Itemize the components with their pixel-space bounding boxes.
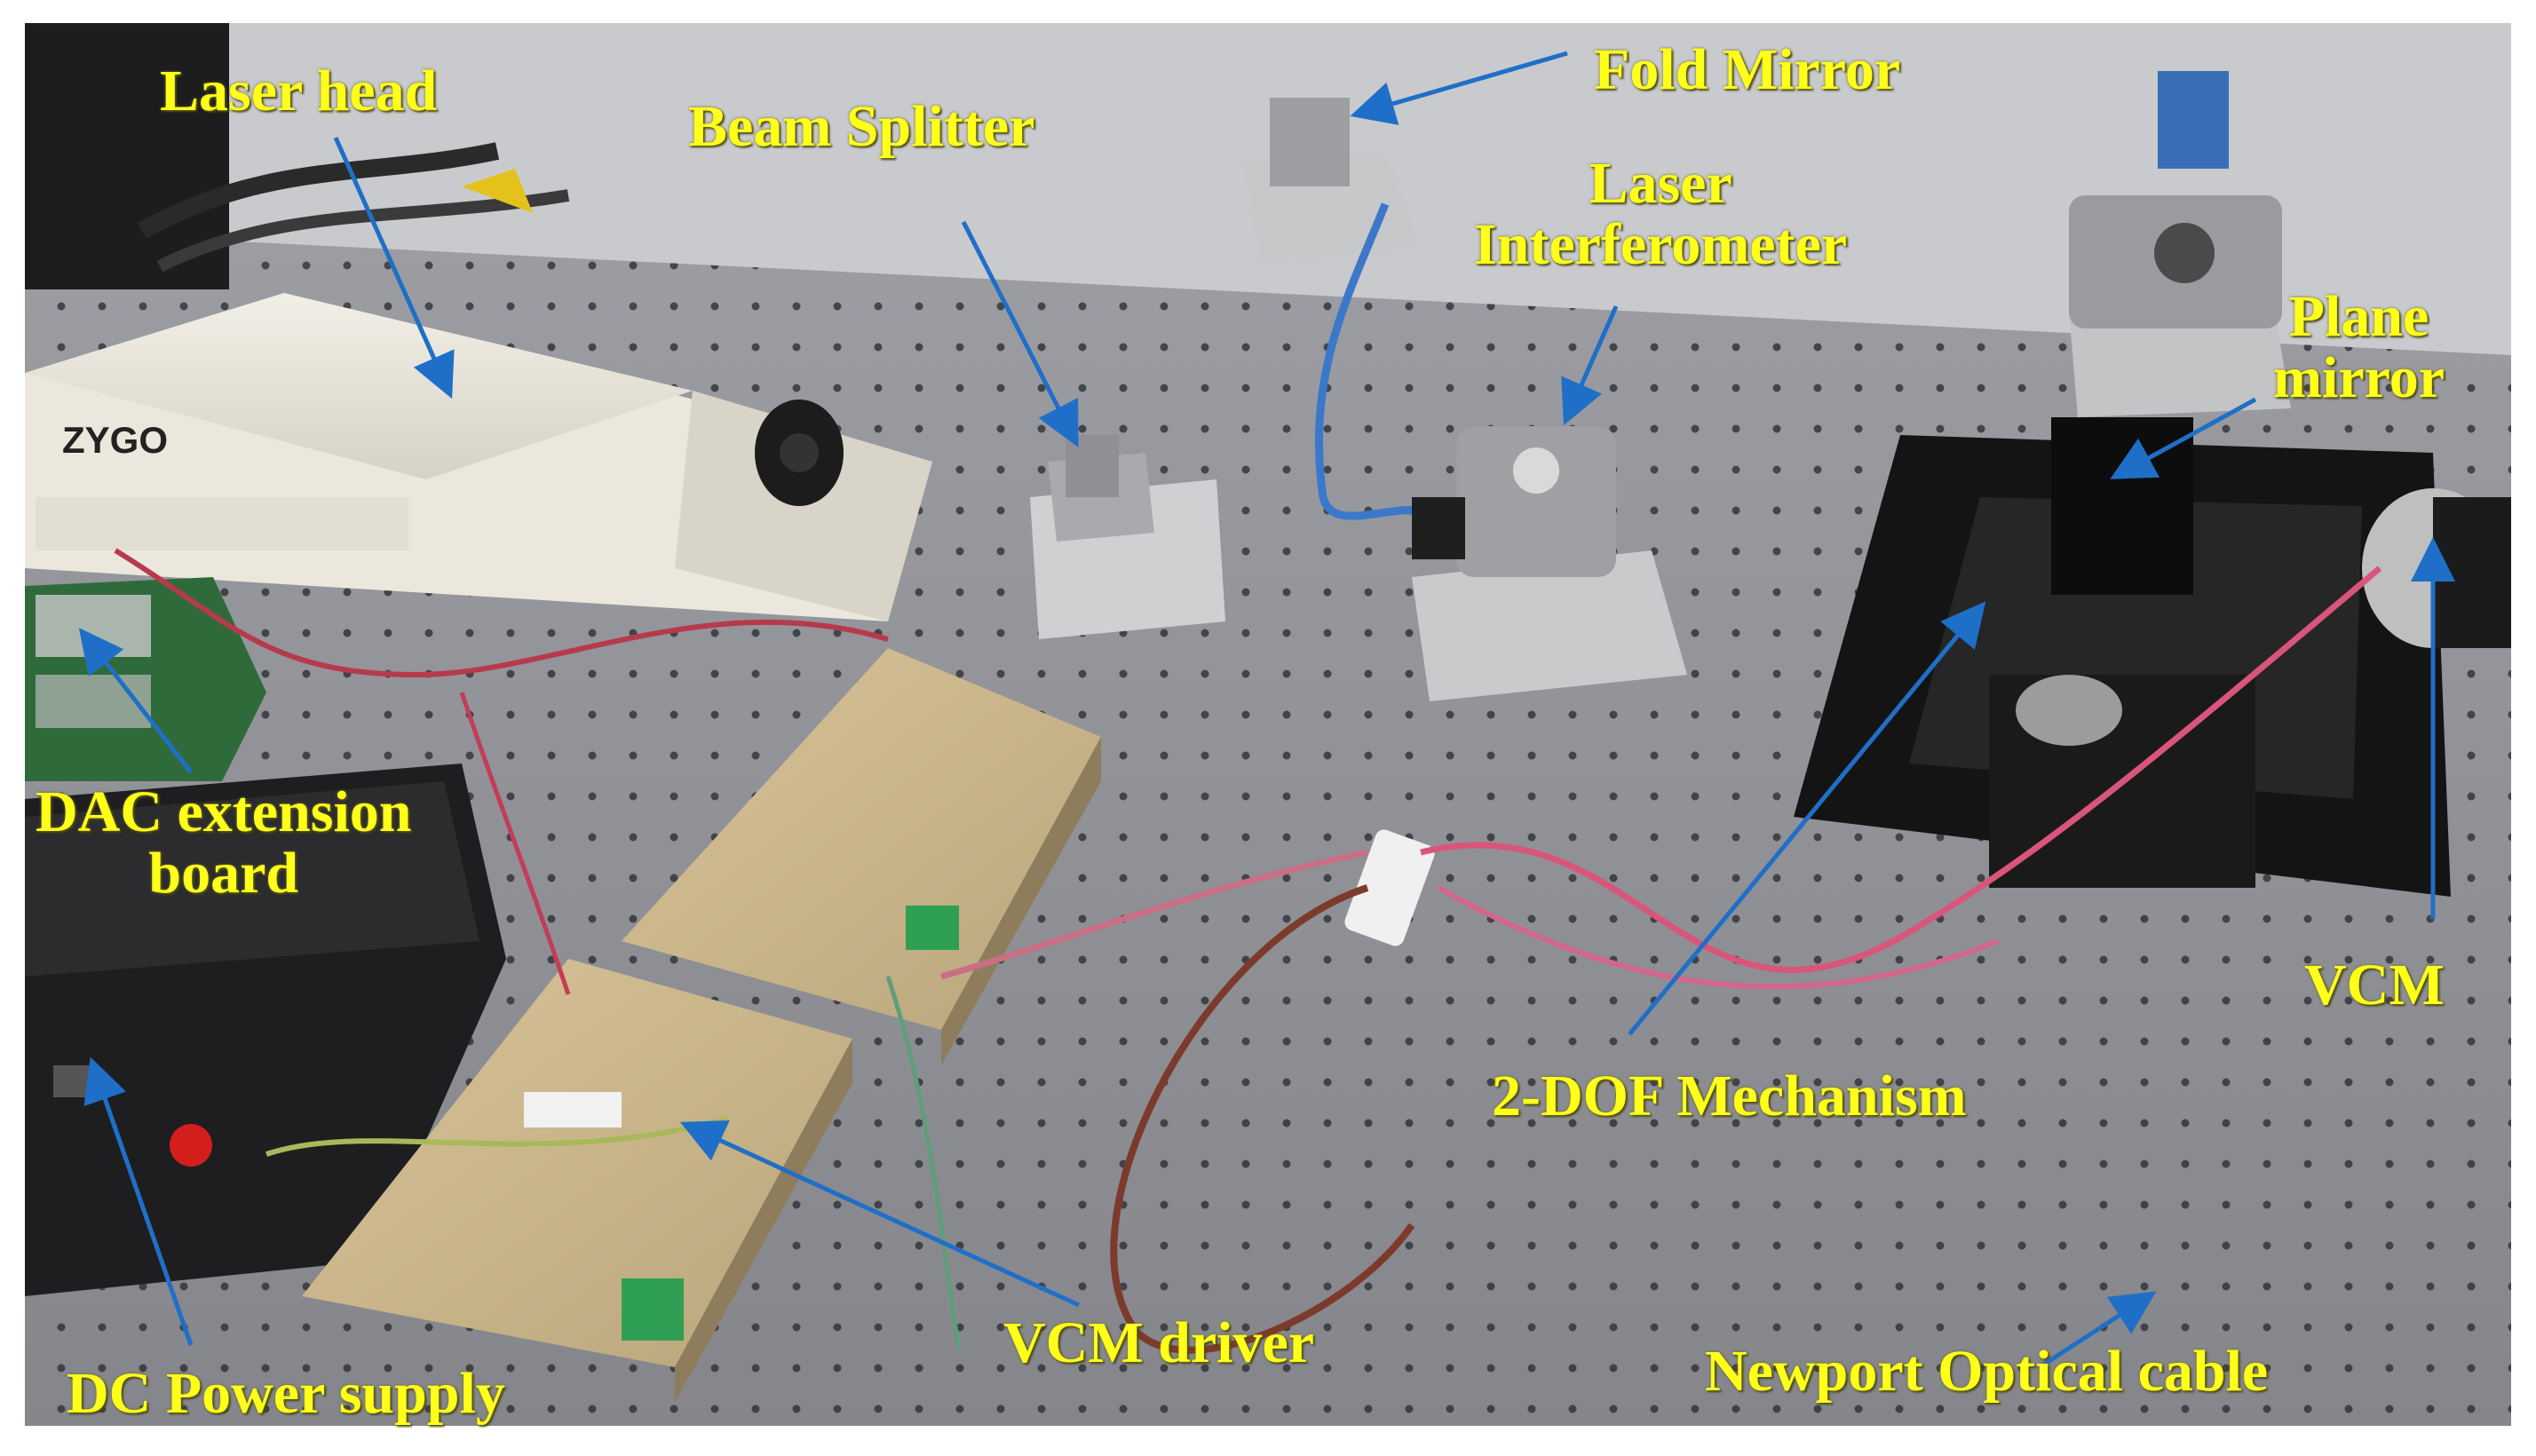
laser-brand-text: ZYGO (62, 419, 168, 461)
beam-splitter-device (1030, 435, 1225, 639)
arrow-dc-power-supply (83, 1056, 194, 1346)
connector-block (1344, 829, 1435, 946)
label-plane-mirror-line1: Plane (2288, 284, 2429, 349)
arrow-beam-splitter (961, 220, 1079, 447)
label-beam-splitter: Beam Splitter (688, 94, 1035, 159)
dof-mechanism-device (1794, 417, 2451, 897)
warning-tag (462, 169, 533, 213)
label-dc-power-supply: DC Power supply (67, 1361, 505, 1426)
label-laser-interferometer: Laser Interferometer (1474, 153, 1847, 276)
laser-interferometer-device (1412, 426, 1687, 701)
label-dac-board-line1: DAC extension (36, 779, 412, 844)
label-vcm: VCM (2304, 953, 2445, 1017)
arrow-laser-head (333, 136, 455, 400)
fold-mirror-device (1243, 98, 1422, 520)
vcm-device (2362, 488, 2511, 648)
arrow-fold-mirror (1350, 51, 1568, 125)
label-dac-board: DAC extension board (36, 781, 412, 905)
label-vcm-driver: VCM driver (1003, 1310, 1315, 1375)
cable-bundle-2 (156, 189, 570, 273)
arrow-dof-mechanism (1628, 601, 1986, 1036)
cable-bundle (138, 142, 500, 239)
arrow-laser-interferometer (1561, 305, 1619, 426)
label-fold-mirror: Fold Mirror (1594, 37, 1901, 102)
label-laser-head: Laser head (160, 59, 438, 123)
label-dac-board-line2: board (148, 841, 299, 906)
label-newport-table: Newport Optical cable (1705, 1339, 2269, 1404)
label-plane-mirror-line2: mirror (2273, 345, 2445, 411)
annotation-arrows (78, 51, 2455, 1368)
label-dof-mechanism: 2-DOF Mechanism (1492, 1064, 1967, 1128)
arrow-vcm-driver (679, 1120, 1081, 1308)
label-plane-mirror: Plane mirror (2273, 286, 2445, 409)
wiring (114, 548, 2382, 1354)
arrow-newport-table (2041, 1291, 2157, 1368)
arrow-dac-board (78, 628, 193, 774)
dc-power-supply (25, 764, 506, 1296)
plane-mirror-optic (2069, 71, 2291, 417)
label-laser-interferometer-line1: Laser (1589, 151, 1732, 216)
arrow-plane-mirror (2110, 397, 2257, 479)
laser-head-unit: ZYGO (25, 293, 932, 621)
vcm-driver-bottom (302, 959, 852, 1403)
vcm-driver-top (622, 648, 1101, 1065)
label-laser-interferometer-line2: Interferometer (1474, 212, 1848, 278)
